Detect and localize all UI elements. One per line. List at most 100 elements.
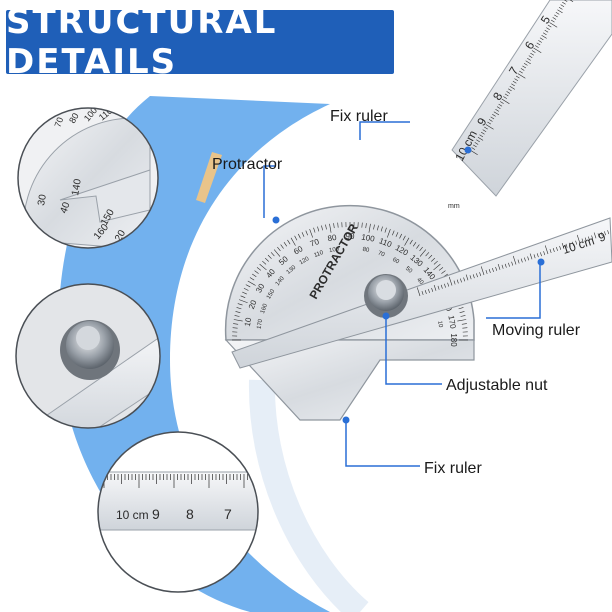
arc-outer-label: 170 [446, 315, 457, 330]
arc-tick [242, 291, 247, 295]
fixed-ruler-tick [487, 121, 492, 125]
callout-protractor: Protractor [212, 156, 283, 173]
moving-ruler-tick [540, 252, 542, 257]
fixed-ruler-tick [508, 88, 512, 92]
fixed-ruler-tick [550, 19, 555, 23]
arc-tick [361, 222, 363, 228]
fixed-ruler-tick [495, 108, 499, 112]
fixed-ruler-tick [490, 116, 495, 120]
fixed-ruler-tick [519, 70, 523, 74]
fixed-ruler-tick [485, 124, 494, 130]
arc-tick [380, 226, 383, 232]
fixed-ruler-tick [563, 0, 568, 2]
fixed-ruler-tick [471, 147, 476, 150]
moving-ruler-tick [520, 258, 523, 263]
fixed-ruler-tick [500, 101, 504, 104]
fixed-ruler-tick [528, 55, 533, 59]
arc-tick [309, 229, 314, 238]
arc-tick [399, 233, 402, 239]
moving-ruler-tick [524, 257, 526, 262]
moving-ruler-tick [552, 248, 555, 252]
moving-ruler-tick [581, 238, 584, 243]
arc-inner-label: 140 [275, 275, 286, 287]
moving-ruler-tick [437, 285, 440, 290]
arc-inner-label: 50 [404, 266, 413, 275]
moving-ruler-tick [440, 284, 443, 289]
arc-inner-label: 60 [391, 257, 400, 266]
arc-tick [325, 224, 327, 230]
arc-tick [419, 246, 423, 252]
arc-inner-label: 150 [266, 288, 277, 300]
arc-tick [373, 224, 375, 230]
arc-tick [256, 267, 262, 271]
arc-outer-label: 20 [247, 298, 259, 310]
title-banner: STRUCTURAL DETAILS [6, 2, 394, 82]
fixed-ruler-tick [520, 68, 525, 71]
arc-inner-label: 170 [257, 318, 265, 330]
arc-tick [254, 270, 259, 274]
moving-ruler-tick [497, 263, 501, 270]
zoom-ruler-unit: 10 cm [116, 508, 149, 522]
fixed-ruler-tick [522, 65, 527, 69]
arc-tick [234, 315, 240, 317]
fixed-ruler-tick [476, 139, 480, 143]
arc-tick [259, 263, 267, 271]
moving-ruler-tick [492, 267, 494, 272]
fixed-ruler-tick [479, 134, 484, 138]
moving-ruler-tick [600, 232, 603, 237]
moving-ruler-tick [479, 272, 482, 277]
zoom-ruler-digit-7: 7 [224, 506, 232, 522]
fixed-ruler-tick [557, 9, 563, 14]
fixed-ruler-tick [554, 14, 558, 18]
fixed-ruler-tick [496, 106, 501, 110]
arc-tick [267, 254, 272, 259]
moving-ruler-tick [584, 237, 587, 242]
pale-curve [248, 379, 369, 612]
fixed-ruler-tick [509, 85, 516, 90]
arc-tick [283, 242, 288, 247]
arc-tick [298, 233, 301, 239]
moving-ruler-tick [549, 249, 552, 254]
arc-tick [461, 323, 467, 325]
arc-tick [404, 237, 410, 246]
arc-tick [247, 280, 256, 286]
arc-tick [277, 246, 281, 252]
fixed-ruler-tick [515, 75, 520, 79]
moving-ruler-tick [597, 233, 600, 238]
zoom-ruler-digit-8: 8 [186, 506, 194, 522]
moving-ruler-tick [512, 255, 517, 265]
fixed-ruler-tick [488, 119, 493, 122]
arc-tick [235, 311, 241, 313]
arc-tick [395, 232, 399, 237]
arc-tick [264, 257, 269, 262]
adjustable-nut [364, 274, 408, 318]
arc-inner-label: 80 [362, 247, 370, 254]
arc-outer-label: 70 [309, 237, 321, 249]
arc-outer-label: 90 [346, 232, 355, 241]
arc-inner-label: 130 [286, 264, 298, 275]
arc-tick [431, 257, 436, 262]
moving-ruler-tick [604, 231, 606, 236]
arc-tick [249, 277, 255, 281]
fixed-ruler-tick [525, 60, 531, 65]
arc-inner-label: 100 [329, 246, 341, 254]
moving-ruler-tick [533, 254, 536, 259]
moving-ruler-tick [572, 241, 574, 246]
arc-tick [402, 235, 406, 241]
moving-ruler-tick [463, 277, 466, 282]
fixed-ruler-tick [533, 47, 542, 54]
arc-tick [262, 260, 267, 265]
fixed-ruler-tick [498, 103, 503, 107]
fixed-ruler-tick [560, 4, 565, 8]
zoom1-label: 30 [36, 193, 49, 206]
fixed-ruler-tick [484, 126, 488, 130]
arc-outer-label: 10 [243, 316, 254, 327]
zoom1-label: 80 [67, 111, 81, 125]
fixed-ruler-tick [535, 45, 539, 48]
fixed-ruler-tick [555, 12, 560, 15]
arc-tick [294, 235, 298, 241]
arc-tick [425, 252, 430, 257]
arc-tick [273, 249, 281, 257]
